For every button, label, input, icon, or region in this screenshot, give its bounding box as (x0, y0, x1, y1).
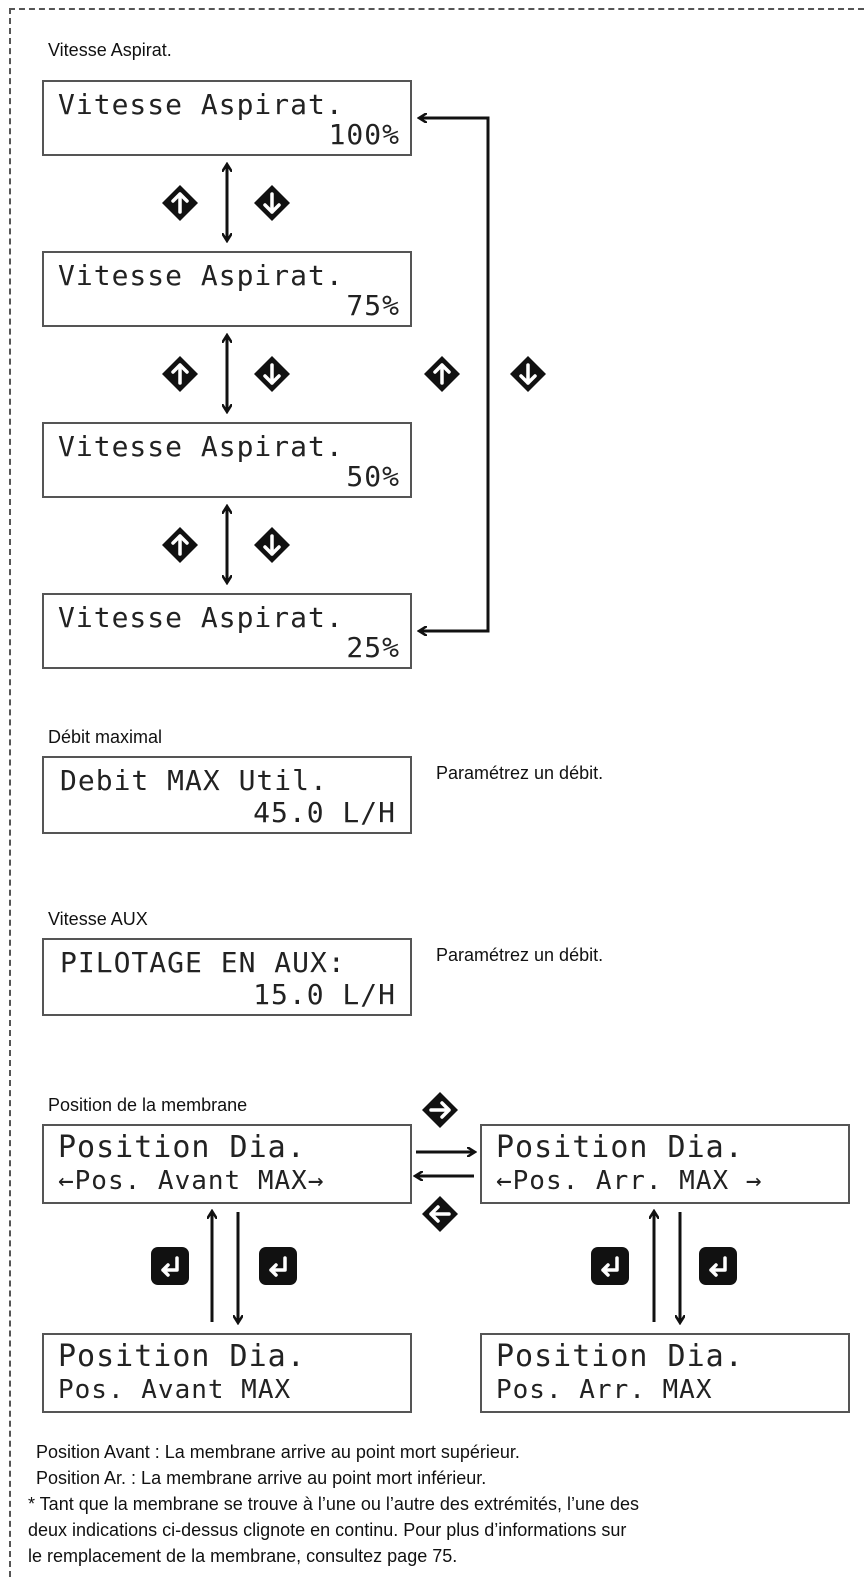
lcd-flow-unit: L/H (342, 796, 396, 829)
lcd-line-1: Position Dia. (496, 1130, 744, 1165)
lcd-line-2: Pos. Avant MAX (58, 1375, 292, 1405)
aux-instruction: Paramétrez un débit. (436, 945, 604, 965)
lcd-speed-value: 75% (346, 289, 400, 322)
up-arrow-key-icon (162, 527, 198, 563)
max-flow-instruction: Paramétrez un débit. (436, 763, 604, 783)
down-arrow-key-icon (254, 185, 290, 221)
loop-bracket (420, 118, 490, 631)
lcd-line-2: ←Pos. Avant MAX→ (58, 1166, 325, 1196)
down-arrow-key-icon (254, 527, 290, 563)
lcd-line-1: Vitesse Aspirat. (58, 430, 344, 463)
up-arrow-key-icon (162, 185, 198, 221)
lcd-position-rear: Position Dia. ←Pos. Arr. MAX → (480, 1124, 850, 1204)
lcd-position-front-confirmed: Position Dia. Pos. Avant MAX (42, 1333, 412, 1413)
note-blink-2: deux indications ci-dessus clignote en c… (28, 1520, 627, 1540)
note-blink-3: le remplacement de la membrane, consulte… (28, 1546, 458, 1566)
lcd-line-2: Pos. Arr. MAX (496, 1375, 713, 1405)
lcd-line-1: Position Dia. (58, 1130, 306, 1165)
lcd-speed-75: Vitesse Aspirat. 75% (42, 251, 412, 327)
lcd-speed-value: 50% (346, 460, 400, 493)
lcd-flow-line-2: 45.0 L/H (253, 796, 396, 829)
aux-section-title: Vitesse AUX (48, 909, 148, 929)
lcd-flow-value: 45.0 (253, 796, 325, 829)
lcd-line-1: Vitesse Aspirat. (58, 601, 344, 634)
lcd-max-flow: Debit MAX Util. 45.0 L/H (42, 756, 412, 834)
lcd-line-1: Position Dia. (58, 1339, 306, 1374)
lcd-line-1: PILOTAGE EN AUX: (60, 946, 346, 979)
lcd-aux-line-2: 15.0 L/H (253, 978, 396, 1011)
up-arrow-key-icon (424, 356, 460, 392)
lcd-line-1: Debit MAX Util. (60, 764, 328, 797)
lcd-aux-unit: L/H (342, 978, 396, 1011)
lcd-line-1: Vitesse Aspirat. (58, 259, 344, 292)
dashed-frame-left (9, 8, 11, 1577)
lcd-line-1: Vitesse Aspirat. (58, 88, 344, 121)
lcd-aux-flow: PILOTAGE EN AUX: 15.0 L/H (42, 938, 412, 1016)
enter-key-icon (259, 1247, 297, 1285)
speed-section-title: Vitesse Aspirat. (48, 40, 172, 60)
enter-key-icon (591, 1247, 629, 1285)
lcd-position-front: Position Dia. ←Pos. Avant MAX→ (42, 1124, 412, 1204)
down-arrow-key-icon (254, 356, 290, 392)
dashed-frame-top (9, 8, 864, 10)
note-blink-1: * Tant que la membrane se trouve à l’une… (28, 1494, 640, 1514)
lcd-line-2: ←Pos. Arr. MAX → (496, 1166, 763, 1196)
lcd-speed-25: Vitesse Aspirat. 25% (42, 593, 412, 669)
right-arrow-key-icon (422, 1092, 458, 1128)
lcd-aux-value: 15.0 (253, 978, 325, 1011)
enter-key-icon (151, 1247, 189, 1285)
enter-key-icon (699, 1247, 737, 1285)
lcd-speed-value: 25% (346, 631, 400, 664)
lcd-speed-50: Vitesse Aspirat. 50% (42, 422, 412, 498)
up-arrow-key-icon (162, 356, 198, 392)
left-arrow-key-icon (422, 1196, 458, 1232)
membrane-section-title: Position de la membrane (48, 1095, 248, 1115)
lcd-line-1: Position Dia. (496, 1339, 744, 1374)
lcd-position-rear-confirmed: Position Dia. Pos. Arr. MAX (480, 1333, 850, 1413)
note-front-position: Position Avant : La membrane arrive au p… (36, 1442, 520, 1462)
lcd-speed-value: 100% (328, 118, 400, 151)
max-flow-section-title: Débit maximal (48, 727, 163, 747)
down-arrow-key-icon (510, 356, 546, 392)
lcd-speed-100: Vitesse Aspirat. 100% (42, 80, 412, 156)
note-rear-position: Position Ar. : La membrane arrive au poi… (36, 1468, 487, 1488)
